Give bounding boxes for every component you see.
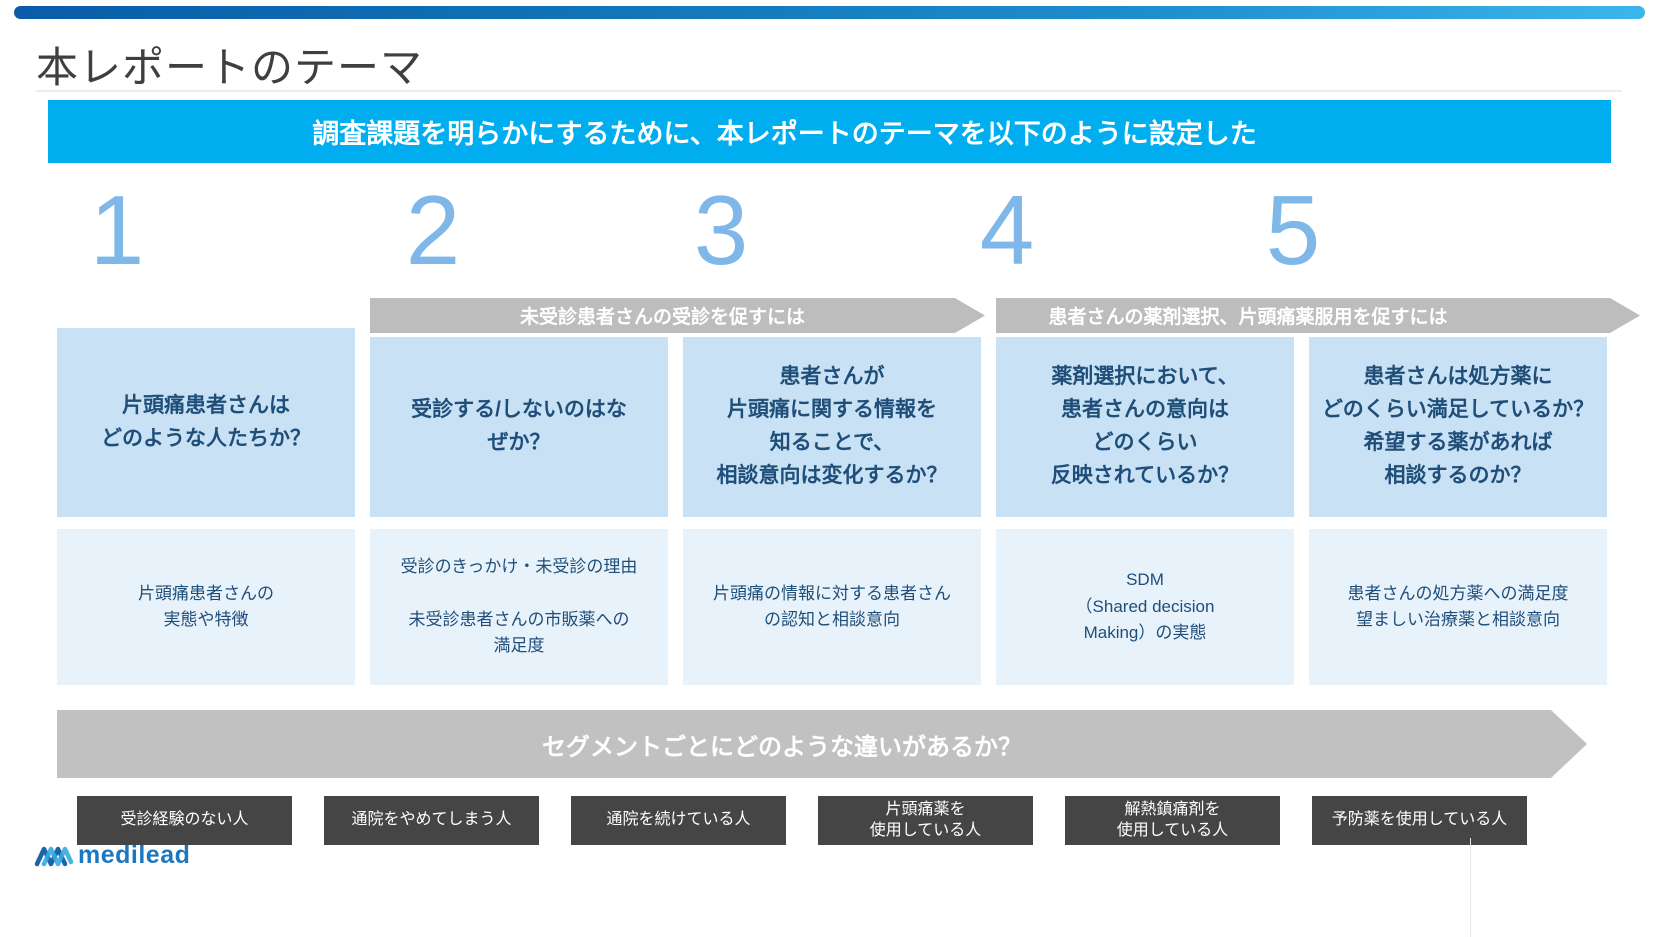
detail-text-5: 患者さんの処方薬への満足度 望ましい治療薬と相談意向 (1347, 583, 1569, 629)
theme-number-3: 3 (693, 175, 749, 285)
bottom-arrow-label: セグメントごとにどのような違いがあるか？ (542, 733, 1022, 761)
segment-label-1: 受診経験のない人 (120, 811, 249, 829)
theme-number-1: 1 (89, 175, 145, 285)
footer-divider-line (1470, 838, 1471, 937)
detail-box-2: 受診のきっかけ・未受診の理由 未受診患者さんの市販薬への 満足度 (370, 529, 668, 685)
question-text-4: 薬剤選択において、 患者さんの意向は どのくらい 反映されているか？ (1050, 365, 1240, 487)
segment-box-5: 解熱鎮痛剤を 使用している人 (1065, 796, 1280, 845)
detail-box-5: 患者さんの処方薬への満足度 望ましい治療薬と相談意向 (1309, 529, 1607, 685)
segment-label-3: 通院を続けている人 (606, 811, 751, 829)
theme-number-2: 2 (405, 175, 461, 285)
group-arrow-consult-label: 未受診患者さんの受診を促すには (519, 307, 805, 328)
segment-box-1: 受診経験のない人 (77, 796, 292, 845)
segment-label-2: 通院をやめてしまう人 (351, 811, 512, 829)
question-box-1: 片頭痛患者さんは どのような人たちか？ (57, 328, 355, 517)
question-text-1: 片頭痛患者さんは どのような人たちか？ (101, 393, 311, 450)
group-arrow-medication-label: 患者さんの薬剤選択、片頭痛薬服用を促すには (1048, 307, 1448, 328)
question-text-3: 患者さんが 片頭痛に関する情報を 知ることで、 相談意向は変化するか？ (716, 365, 948, 487)
segment-label-5: 解熱鎮痛剤を 使用している人 (1116, 800, 1229, 839)
question-box-3: 患者さんが 片頭痛に関する情報を 知ることで、 相談意向は変化するか？ (683, 337, 981, 517)
question-box-4: 薬剤選択において、 患者さんの意向は どのくらい 反映されているか？ (996, 337, 1294, 517)
question-box-5: 患者さんは処方薬に どのくらい満足しているか？ 希望する薬があれば 相談するのか… (1309, 337, 1607, 517)
bottom-arrow: セグメントごとにどのような違いがあるか？ (57, 710, 1587, 778)
page-title: 本レポートのテーマ (36, 44, 424, 91)
segment-box-6: 予防薬を使用している人 (1312, 796, 1527, 845)
detail-box-4: SDM （Shared decision Making）の実態 (996, 529, 1294, 685)
question-text-2: 受診する/しないのはな ぜか？ (411, 398, 627, 454)
medilead-logo: medilead (34, 840, 190, 870)
theme-number-4: 4 (979, 175, 1035, 285)
detail-text-2: 受診のきっかけ・未受診の理由 未受診患者さんの市販薬への 満足度 (400, 557, 638, 656)
detail-box-1: 片頭痛患者さんの 実態や特徴 (57, 529, 355, 685)
medilead-logo-text: medilead (78, 840, 191, 869)
segment-box-3: 通院を続けている人 (571, 796, 786, 845)
banner: 調査課題を明らかにするために、本レポートのテーマを以下のように設定した (48, 100, 1611, 163)
segment-box-2: 通院をやめてしまう人 (324, 796, 539, 845)
segment-box-4: 片頭痛薬を 使用している人 (818, 796, 1033, 845)
group-arrow-consult: 未受診患者さんの受診を促すには (370, 298, 985, 333)
detail-box-3: 片頭痛の情報に対する患者さん の認知と相談意向 (683, 529, 981, 685)
detail-text-3: 片頭痛の情報に対する患者さん の認知と相談意向 (713, 583, 951, 629)
top-accent-bar (14, 6, 1645, 19)
theme-number-5: 5 (1265, 175, 1321, 285)
detail-text-4: SDM （Shared decision Making）の実態 (1075, 570, 1215, 643)
medilead-logo-icon (34, 840, 74, 870)
banner-label: 調査課題を明らかにするために、本レポートのテーマを以下のように設定した (312, 119, 1257, 149)
detail-text-1: 片頭痛患者さんの 実態や特徴 (138, 583, 274, 629)
segment-label-6: 予防薬を使用している人 (1331, 811, 1508, 829)
segment-label-4: 片頭痛薬を 使用している人 (869, 800, 982, 839)
group-arrow-medication: 患者さんの薬剤選択、片頭痛薬服用を促すには (996, 298, 1640, 333)
question-text-5: 患者さんは処方薬に どのくらい満足しているか？ 希望する薬があれば 相談するのか… (1321, 365, 1595, 487)
title-divider (36, 90, 1622, 92)
question-box-2: 受診する/しないのはな ぜか？ (370, 337, 668, 517)
